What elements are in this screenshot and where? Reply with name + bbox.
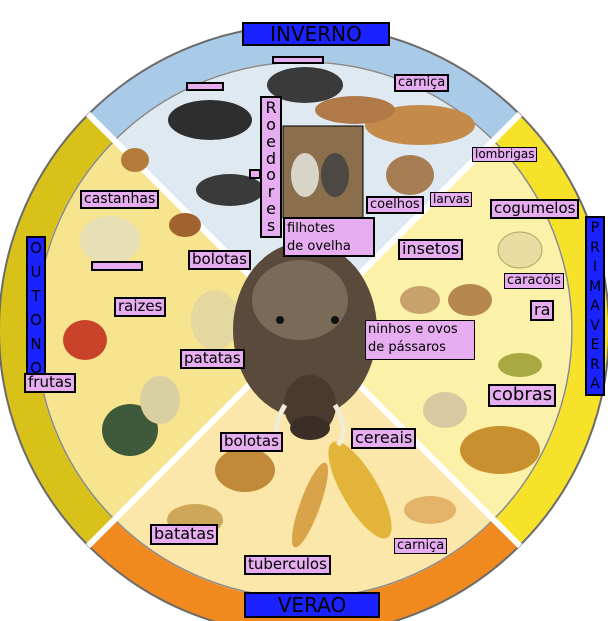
season-spring-letter: M [589,280,601,294]
label-cereais: cereais [351,428,416,449]
blank-label-1 [186,82,224,91]
season-autumn-letter: O [30,313,42,328]
label-roedores-letter: e [266,134,276,150]
label-castanhas: castanhas [80,190,159,209]
season-autumn-letter: O [30,241,42,256]
label-roedores-letter: s [267,218,275,234]
label-frutas: frutas [24,373,76,393]
season-spring-letter: I [593,260,597,274]
label-roedores-letter: R [265,100,276,116]
season-spring-letter: A [590,377,600,391]
label-lombrigas: lombrigas [472,147,537,162]
season-spring-letter: P [591,221,599,235]
label-patatas: patatas [180,349,245,369]
label-roedores-letter: o [266,117,276,133]
label-raizes: raizes [114,297,166,317]
label-roedores-letter: d [266,151,276,167]
blank-label-3 [249,169,261,179]
blank-label-2 [272,56,324,64]
label-filhotes: filhotes de ovelha [283,217,375,257]
season-autumn-letter: T [31,289,40,304]
label-coelhos: coelhos [366,196,424,214]
label-tuberculos: tuberculos [244,555,331,575]
label-carnica-bottom: carniça [394,538,447,554]
season-winter: INVERNO [242,22,390,46]
season-summer: VERAO [244,592,380,618]
label-batatas: batatas [150,524,218,545]
season-autumn-letter: N [30,337,41,352]
label-bolotas-bottom: bolotas [220,432,283,452]
label-roedores-letter: o [266,167,276,183]
label-filhotes-line1: filhotes [287,220,371,238]
label-carnica-top: carniça [394,74,449,92]
label-ninhos-line1: ninhos e ovos [368,321,472,339]
label-ninhos-line2: de pássaros [368,339,472,357]
season-autumn-letter: U [31,265,42,280]
season-spring-letter: R [590,241,600,255]
label-larvas: larvas [430,192,472,207]
label-roedores-letter: e [266,201,276,217]
label-cogumelos: cogumelos [490,199,579,219]
label-ra: ra [530,300,554,321]
label-insetos: insetos [398,239,463,260]
label-roedores-letter: r [268,184,275,200]
lambs-photo [283,126,363,218]
label-ninhos: ninhos e ovos de pássaros [365,320,475,360]
label-caracois: caracóis [504,273,564,289]
blank-label-4 [91,261,143,271]
label-filhotes-line2: de ovelha [287,238,371,256]
season-spring-letter: V [590,319,600,333]
label-cobras: cobras [488,384,556,407]
season-spring-letter: R [590,358,600,372]
season-spring-letter: A [590,299,600,313]
season-spring-letter: E [591,338,600,352]
label-bolotas-left: bolotas [188,250,251,270]
